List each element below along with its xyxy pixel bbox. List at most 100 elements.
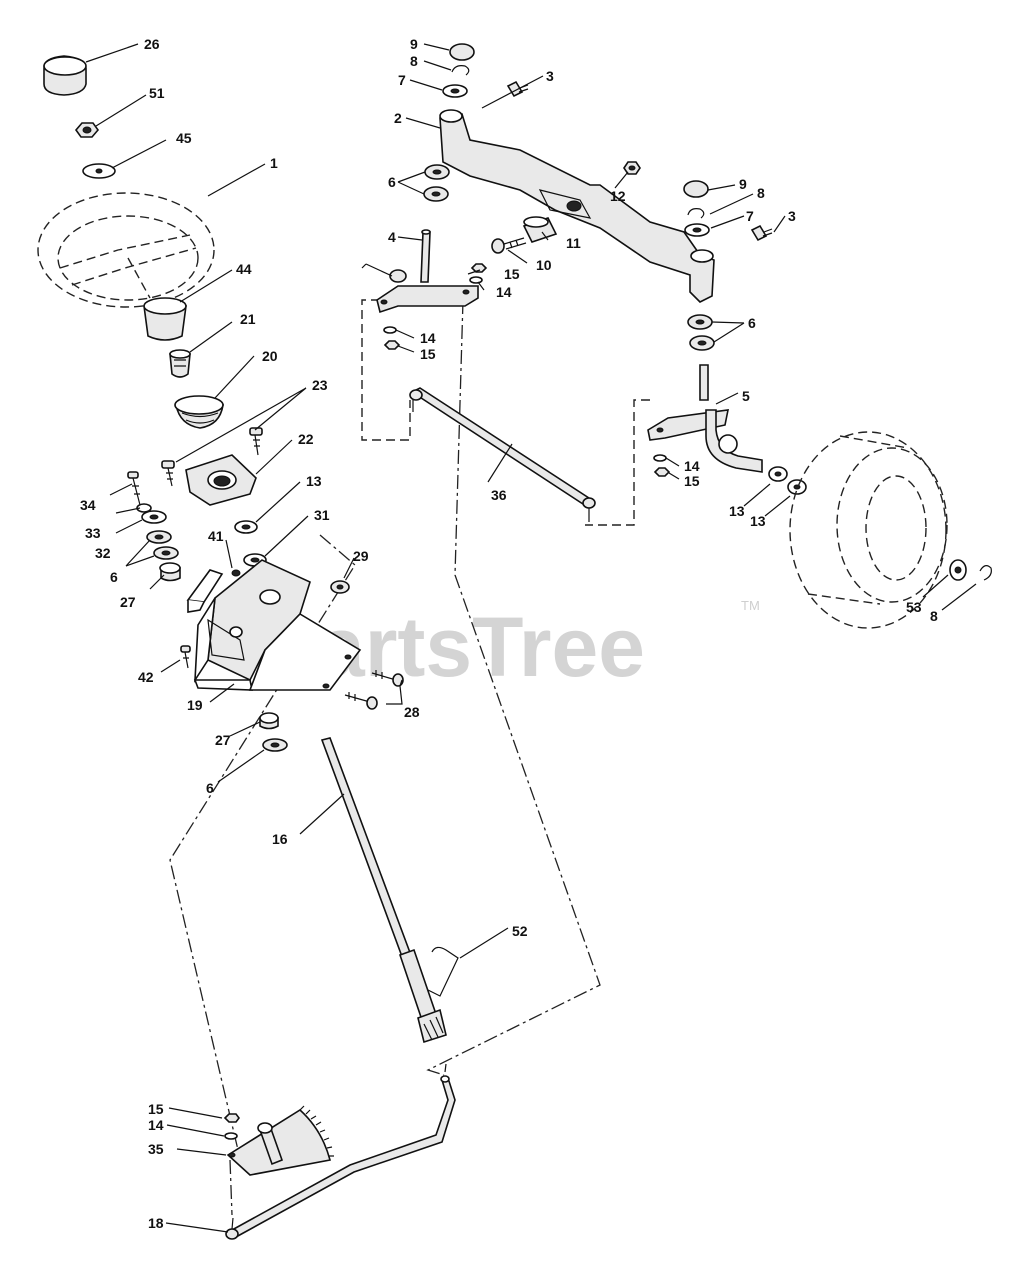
- lock-nut: [383, 340, 401, 350]
- lock-nut: [653, 467, 671, 477]
- flat-washer: [787, 479, 807, 495]
- lock-washer: [383, 326, 397, 334]
- flange-bearing: [424, 164, 450, 180]
- callout-15-left: 15: [420, 346, 436, 362]
- steering-sector-gear: [226, 1105, 334, 1176]
- callout-16: 16: [272, 831, 288, 847]
- callout-labels: 26 51 45 1 44 21 20 23 22 34 33 32 6 27 …: [80, 36, 938, 1231]
- callout-42: 42: [138, 669, 154, 685]
- pivot-bolt: [491, 237, 527, 254]
- callout-8-top: 8: [410, 53, 418, 69]
- callout-6-left: 6: [110, 569, 118, 585]
- steering-bushing: [169, 349, 191, 378]
- lock-washer: [469, 276, 483, 284]
- bolt: [161, 460, 175, 487]
- hex-nut: [623, 161, 641, 175]
- callout-13-right-b: 13: [750, 513, 766, 529]
- callout-28: 28: [404, 704, 420, 720]
- flat-washer: [141, 510, 167, 524]
- callout-14-left: 14: [420, 330, 436, 346]
- flange-bearing: [687, 314, 713, 330]
- spindle-right: [647, 364, 763, 473]
- spacer: [159, 562, 181, 582]
- callout-11: 11: [566, 235, 581, 251]
- axle-cap: [449, 43, 475, 61]
- steering-support-bracket: [193, 559, 362, 691]
- callout-27-upper: 27: [120, 594, 136, 610]
- retaining-ring: [451, 65, 470, 76]
- callout-7-top: 7: [398, 72, 406, 88]
- callout-27-lower: 27: [215, 732, 231, 748]
- spacer: [259, 712, 279, 730]
- watermark-trademark: TM: [741, 598, 760, 613]
- callout-1: 1: [270, 155, 278, 171]
- callout-14-lower: 14: [148, 1117, 164, 1133]
- callout-29: 29: [353, 548, 369, 564]
- callout-14-axle: 14: [496, 284, 512, 300]
- shoulder-bolt: [344, 692, 378, 710]
- callout-3-right: 3: [788, 208, 796, 224]
- lock-nut: [223, 1113, 240, 1123]
- support-bracket: [186, 569, 241, 613]
- spindle-left: [361, 229, 479, 314]
- callout-22: 22: [298, 431, 314, 447]
- callout-19: 19: [187, 697, 203, 713]
- callout-9-top: 9: [410, 36, 418, 52]
- leader-lines: [85, 43, 977, 1233]
- callout-15-right: 15: [684, 473, 700, 489]
- callout-5: 5: [742, 388, 750, 404]
- callout-26: 26: [144, 36, 160, 52]
- callout-14-right: 14: [684, 458, 700, 474]
- flange-bearing: [262, 738, 288, 752]
- lock-washer: [653, 454, 667, 462]
- callout-4: 4: [388, 229, 396, 245]
- callout-13-right-a: 13: [729, 503, 745, 519]
- lock-washer: [224, 1132, 238, 1140]
- lock-washer: [136, 503, 152, 513]
- bearing-plate: [185, 454, 257, 506]
- retaining-ring: [687, 208, 705, 219]
- callout-52: 52: [512, 923, 528, 939]
- steering-boot: [174, 395, 224, 429]
- callout-35: 35: [148, 1141, 164, 1157]
- callout-21: 21: [240, 311, 256, 327]
- flange-bearing: [423, 186, 449, 202]
- callout-9-right: 9: [739, 176, 747, 192]
- flat-washer: [768, 466, 788, 482]
- axle-cap: [683, 180, 709, 198]
- bolt: [180, 645, 191, 669]
- callout-20: 20: [262, 348, 278, 364]
- callout-18: 18: [148, 1215, 164, 1231]
- flat-washer: [949, 559, 967, 581]
- callout-15-axle: 15: [504, 266, 520, 282]
- callout-8-right: 8: [757, 185, 765, 201]
- callout-32: 32: [95, 545, 111, 561]
- flat-washer: [234, 520, 258, 534]
- callout-6-lower: 6: [206, 780, 214, 796]
- flange-bearing: [146, 530, 172, 544]
- callout-2: 2: [394, 110, 402, 126]
- callout-23: 23: [312, 377, 328, 393]
- hex-nut: [74, 122, 100, 138]
- callout-15-lower: 15: [148, 1101, 164, 1117]
- callout-6-axle: 6: [388, 174, 396, 190]
- front-wheel: [789, 431, 948, 629]
- flange-bearing: [689, 335, 715, 351]
- steering-wheel-cap: [43, 55, 87, 96]
- callout-13-left: 13: [306, 473, 322, 489]
- retaining-ring: [979, 565, 992, 581]
- flat-washer: [82, 163, 116, 179]
- assembly-lines: [169, 299, 650, 1216]
- lock-nut: [470, 263, 488, 273]
- flange-bearing: [153, 546, 179, 560]
- tie-rod: [409, 387, 596, 522]
- steering-wheel: [37, 192, 215, 308]
- callout-12: 12: [610, 188, 626, 204]
- bolt: [127, 471, 141, 506]
- callout-7-right: 7: [746, 208, 754, 224]
- drag-link: [225, 1063, 456, 1240]
- callout-41: 41: [208, 528, 224, 544]
- callout-31: 31: [314, 507, 330, 523]
- bushing: [330, 580, 350, 594]
